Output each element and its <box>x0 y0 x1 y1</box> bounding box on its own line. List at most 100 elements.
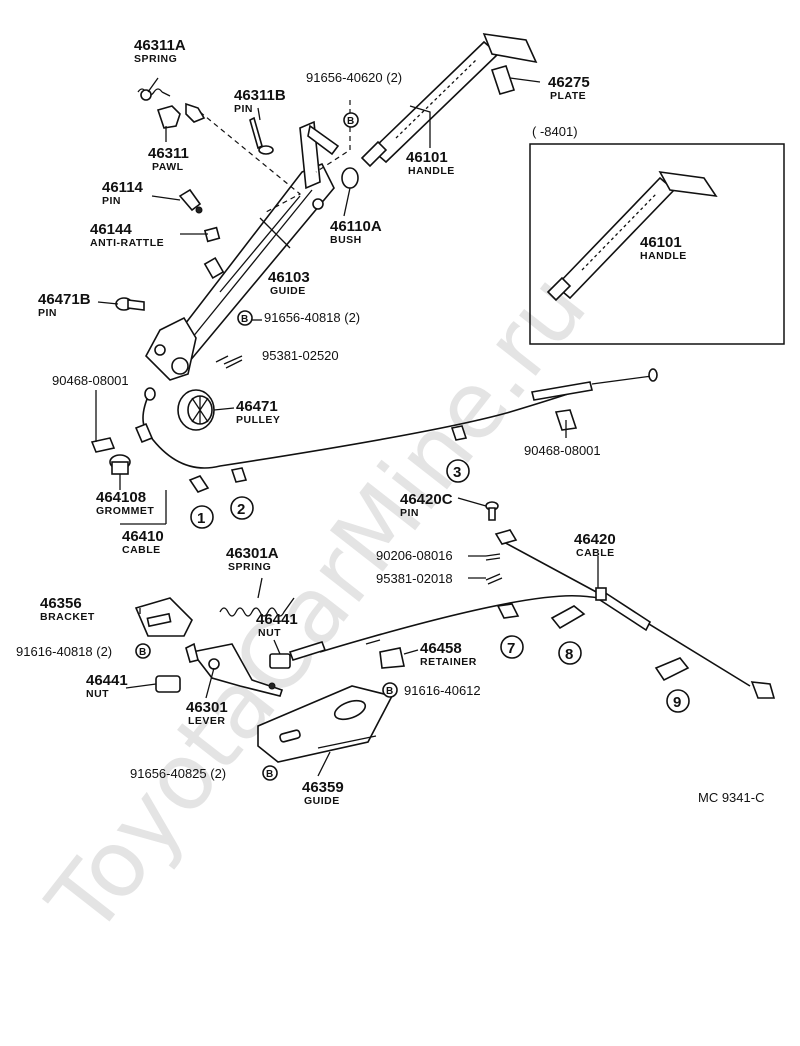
svg-text:PULLEY: PULLEY <box>236 414 280 426</box>
svg-text:B: B <box>347 116 354 127</box>
spring-46301A-drawing <box>219 597 295 617</box>
bolt-mark-b-2: B <box>237 310 253 326</box>
label-46301A: 46301A SPRING <box>226 545 279 573</box>
label-46458: 46458 RETAINER <box>420 640 477 668</box>
bolt-mark-b-4: B <box>382 682 398 698</box>
bolt-mark-b-3: B <box>135 643 151 659</box>
svg-text:B: B <box>386 686 393 697</box>
svg-text:46471B: 46471B <box>38 291 91 308</box>
label-46144: 46144 ANTI-RATTLE <box>90 221 164 249</box>
handle-46101-inset-drawing <box>546 170 718 302</box>
label-46410: 46410 CABLE <box>122 528 164 556</box>
cable-46420-drawing <box>288 529 776 699</box>
svg-text:BRACKET: BRACKET <box>40 611 95 623</box>
clip-90468-08001-left-drawing <box>90 437 116 453</box>
label-bracket-46410 <box>120 490 167 525</box>
callout-2: 2 <box>230 496 254 520</box>
label-46420: 46420 CABLE <box>574 531 616 559</box>
label-46311A: 46311A SPRING <box>134 37 186 65</box>
label-46471B: 46471B PIN <box>38 291 91 319</box>
inset-frame <box>529 143 785 345</box>
svg-text:46275: 46275 <box>548 74 590 91</box>
svg-text:B: B <box>241 314 248 325</box>
label-91656-40620: 91656-40620 (2) <box>306 70 402 85</box>
bush-46110A-drawing <box>341 167 359 189</box>
callout-7: 7 <box>500 635 524 659</box>
leader-lines <box>95 77 599 777</box>
svg-text:46101: 46101 <box>640 234 682 251</box>
svg-text:46311A: 46311A <box>134 37 186 54</box>
retainer-46458-drawing <box>379 647 405 669</box>
svg-text:46441: 46441 <box>86 672 128 689</box>
svg-text:BUSH: BUSH <box>330 234 362 246</box>
pulley-46471-drawing <box>177 389 215 431</box>
clip-7-drawing <box>496 603 520 619</box>
svg-text:RETAINER: RETAINER <box>420 656 477 668</box>
nut-46441-a-drawing <box>269 653 291 669</box>
clip-8-drawing <box>550 605 586 630</box>
svg-text:HANDLE: HANDLE <box>640 250 687 262</box>
label-46311: 46311 PAWL <box>148 145 189 173</box>
svg-text:1: 1 <box>197 510 205 527</box>
label-46103: 46103 GUIDE <box>268 269 310 297</box>
label-464108: 464108 GROMMET <box>96 489 154 517</box>
svg-text:8: 8 <box>565 646 573 663</box>
svg-text:46410: 46410 <box>122 528 164 545</box>
svg-text:46359: 46359 <box>302 779 344 796</box>
label-46471: 46471 PULLEY <box>236 398 280 426</box>
svg-text:GUIDE: GUIDE <box>270 285 306 297</box>
pawl-46311-drawing <box>156 102 206 129</box>
svg-text:SPRING: SPRING <box>228 561 271 573</box>
clip-9-drawing <box>654 657 690 682</box>
spring-46311A-drawing <box>137 88 171 101</box>
svg-text:CABLE: CABLE <box>122 544 161 556</box>
bolt-mark-b-1: B <box>343 112 359 128</box>
svg-text:46301A: 46301A <box>226 545 279 562</box>
svg-text:PIN: PIN <box>234 103 253 115</box>
cable-46410-drawing <box>134 368 658 469</box>
label-46311B: 46311B PIN <box>234 87 286 115</box>
label-46441-b: 46441 NUT <box>86 672 128 700</box>
svg-text:3: 3 <box>453 464 461 481</box>
svg-text:PAWL: PAWL <box>152 161 184 173</box>
svg-text:PIN: PIN <box>38 307 57 319</box>
svg-text:NUT: NUT <box>86 688 109 700</box>
svg-text:46311: 46311 <box>148 145 189 162</box>
handle-46101-drawing <box>360 33 538 168</box>
svg-text:PLATE: PLATE <box>550 90 586 102</box>
svg-text:LEVER: LEVER <box>188 715 226 727</box>
svg-text:464108: 464108 <box>96 489 146 506</box>
pin-46471B-drawing <box>115 297 145 311</box>
label-95381-02520: 95381-02520 <box>262 348 339 363</box>
pin-46311B-drawing <box>249 116 274 155</box>
pin-46114-drawing <box>178 188 203 214</box>
cotter-pin-95381-02520-drawing <box>223 355 243 369</box>
label-95381-02018: 95381-02018 <box>376 571 453 586</box>
nut-46441-b-drawing <box>155 675 181 693</box>
svg-text:46144: 46144 <box>90 221 132 238</box>
clip-3-drawing <box>450 425 468 441</box>
svg-text:46114: 46114 <box>102 179 144 196</box>
label-90468-08001-right: 90468-08001 <box>524 443 601 458</box>
svg-text:46356: 46356 <box>40 595 82 612</box>
svg-text:46110A: 46110A <box>330 218 382 235</box>
svg-text:GROMMET: GROMMET <box>96 505 154 517</box>
pin-46420C-drawing <box>485 501 499 521</box>
label-91616-40818: 91616-40818 (2) <box>16 644 112 659</box>
svg-text:GUIDE: GUIDE <box>304 795 340 807</box>
label-46275: 46275 PLATE <box>548 74 590 102</box>
svg-text:7: 7 <box>507 640 515 657</box>
svg-text:PIN: PIN <box>102 195 121 207</box>
label-46359: 46359 GUIDE <box>302 779 344 807</box>
svg-text:46420C: 46420C <box>400 491 453 508</box>
svg-text:46301: 46301 <box>186 699 228 716</box>
label-46420C: 46420C PIN <box>400 491 453 519</box>
svg-text:PIN: PIN <box>400 507 419 519</box>
guide-46103-drawing <box>145 120 340 381</box>
svg-text:46101: 46101 <box>406 149 448 166</box>
dashed-leader-9165640620 <box>315 100 351 173</box>
grommet-464108-drawing <box>109 454 131 475</box>
svg-text:46471: 46471 <box>236 398 278 415</box>
label-91616-40612: 91616-40612 <box>404 683 481 698</box>
